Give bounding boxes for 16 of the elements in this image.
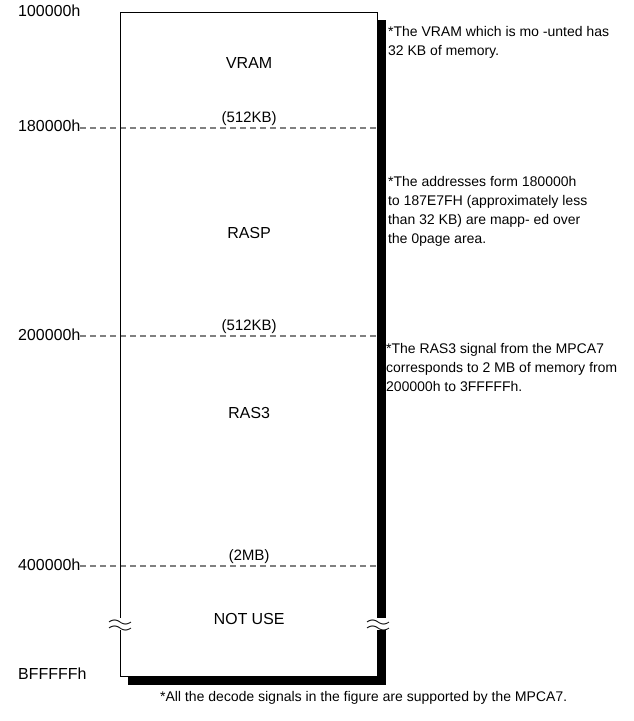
address-label: 100000h (18, 3, 82, 21)
region-name: NOT USE (214, 611, 284, 629)
region-size: (2MB) (228, 547, 270, 564)
region-size: (512KB) (221, 317, 277, 334)
region-name: RAS3 (228, 405, 270, 423)
note-text: *The RAS3 signal from the MPCA7 corresponds to 2 MB of memory from 200000h to 3FFFFFh. (386, 339, 618, 396)
note-text: *The addresses form 180000h to 187E7FH (approximately less than 32 KB) are mapp- ed over the 0page area. (388, 172, 588, 248)
address-label: 180000h (18, 118, 82, 136)
note-text: *All the decode signals in the figure are supported by the MPCA7. (160, 688, 568, 704)
address-label: 200000h (18, 327, 82, 345)
region-size: (512KB) (221, 109, 277, 126)
region-name: RASP (227, 225, 271, 243)
note-text: *The VRAM which is mo -unted has 32 KB of memory. (388, 22, 610, 60)
region-name: VRAM (226, 55, 272, 73)
address-label: 400000h (18, 557, 82, 575)
address-label: BFFFFFh (18, 666, 88, 684)
